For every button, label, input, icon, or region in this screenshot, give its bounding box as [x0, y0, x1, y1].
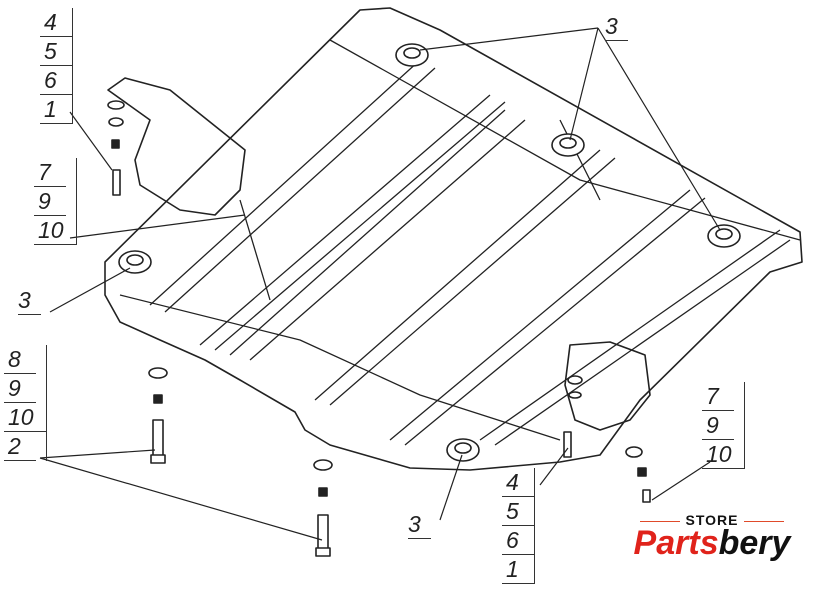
partsbery-logo: STORE Partsbery	[622, 512, 802, 560]
callout-label-bottom-center-3: 3	[408, 510, 431, 539]
logo-brand-red: Parts	[633, 524, 719, 562]
callout-label: 9	[34, 187, 66, 216]
callout-label: 10	[702, 440, 744, 469]
callout-label: 8	[4, 345, 36, 374]
callout-label: 1	[502, 555, 534, 584]
leader-lines	[39, 27, 721, 541]
callout-label: 1	[40, 95, 72, 124]
callout-label: 4	[40, 8, 72, 37]
logo-store-text: STORE	[622, 512, 802, 528]
left-bracket	[107, 77, 246, 216]
callout-stack-top-left: 4 5 6 1	[40, 8, 73, 124]
callout-label: 5	[502, 497, 534, 526]
callout-label: 2	[4, 432, 36, 461]
callout-stack-bottom-center: 4 5 6 1	[502, 468, 535, 584]
callout-label: 4	[502, 468, 534, 497]
callout-label: 10	[34, 216, 76, 245]
rubber-bushings	[118, 43, 741, 462]
callout-label: 6	[40, 66, 72, 95]
callout-label-left-3: 3	[18, 286, 41, 315]
callout-label: 6	[502, 526, 534, 555]
callout-stack-left-mid: 7 9 10	[34, 158, 77, 245]
fasteners	[107, 100, 651, 557]
callout-label: 7	[702, 382, 734, 411]
plate-ribs	[119, 39, 801, 446]
callout-label-top-right-3: 3	[605, 12, 628, 41]
callout-label: 7	[34, 158, 66, 187]
callout-stack-right: 7 9 10	[702, 382, 745, 469]
callout-label: 9	[702, 411, 734, 440]
logo-brand: Partsbery	[622, 526, 802, 560]
callout-label: 5	[40, 37, 72, 66]
logo-brand-black: bery	[718, 524, 791, 562]
skid-plate-outline	[104, 7, 803, 471]
callout-label: 10	[4, 403, 46, 432]
right-bracket	[564, 341, 651, 431]
callout-stack-bottom-left: 8 9 10 2	[4, 345, 47, 461]
callout-label: 9	[4, 374, 36, 403]
